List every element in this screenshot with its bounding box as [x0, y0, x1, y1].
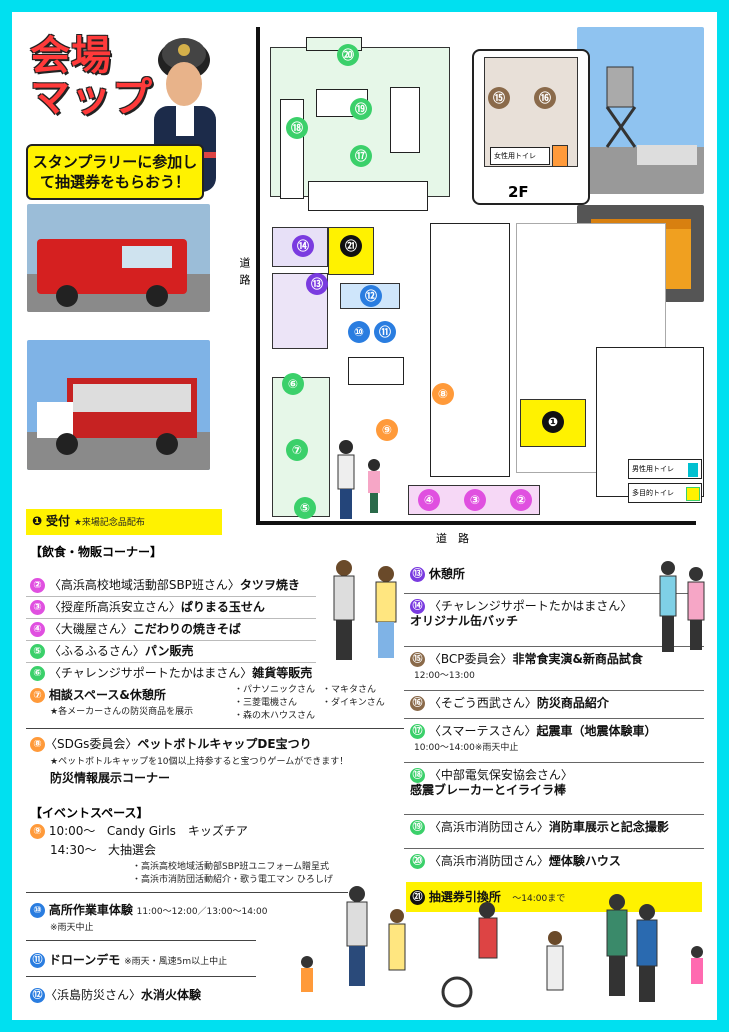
right-item: ⑭ 〈チャレンジサポートたかはまさん〉オリジナル缶バッチ	[410, 599, 633, 628]
marker-19: ⑲	[350, 98, 372, 120]
maker-5: ・森の木ハウスさん	[234, 711, 316, 721]
marker-9: ⑨	[376, 419, 398, 441]
couple-illustration-top	[333, 560, 397, 660]
marker-18: ⑱	[286, 117, 308, 139]
marker-17: ⑰	[350, 145, 372, 167]
right-item: ⑱ 〈中部電気保安協会さん〉感震ブレーカーとイライラ棒	[410, 768, 573, 797]
marker-14: ⑭	[292, 235, 314, 257]
consult-title: ⑦ 相談スペース&休憩所	[30, 688, 166, 703]
reception-num: ❶	[32, 514, 43, 528]
right-item: ⑯ 〈そごう西武さん〉防災商品紹介	[410, 696, 609, 711]
family-illustration	[337, 440, 380, 519]
marker-8: ⑧	[432, 383, 454, 405]
women-toilet-icon	[552, 145, 568, 167]
right-item: ⑬ 休憩所	[410, 567, 465, 582]
marker-1: ❶	[542, 411, 564, 433]
event-line1: ⑨ 10:00〜 Candy Girls キッズチア	[30, 824, 248, 839]
sdgs-note: ★ペットボトルキャップを10個以上持参すると宝つりゲームができます！	[50, 757, 349, 767]
marker-12: ⑫	[360, 285, 382, 307]
food-heading: 【飲食・物販コーナー】	[30, 545, 163, 559]
maker-4: ・ダイキンさん	[322, 698, 385, 708]
item-11: ⑪ ドローンデモ ※雨天・風速5m以上中止	[30, 953, 227, 970]
reception-highlight	[26, 509, 222, 535]
item-10-note: ※雨天中止	[50, 923, 94, 933]
title-line2: マップ	[30, 75, 153, 121]
men-toilet-icon	[688, 463, 698, 477]
marker-10: ⑩	[348, 321, 370, 343]
food-item: ⑤ 〈ふるふるさん〉パン販売	[30, 644, 193, 659]
event-sub1: ・高浜高校地域活動部SBP班ユニフォーム贈呈式	[132, 862, 330, 872]
lottery-row: ㉑ 抽選券引換所 〜14:00まで	[410, 890, 565, 907]
maker-3: ・三菱電機さん	[234, 698, 298, 708]
marker-16: ⑯	[534, 87, 556, 109]
road-bottom-label: 道 路	[436, 532, 469, 545]
marker-3: ③	[464, 489, 486, 511]
marker-4: ④	[418, 489, 440, 511]
venue-map: 道路 道 路 2F 女性用トイレ 男性用トイレ 多目的トイレ	[236, 27, 712, 545]
fire-truck-photo	[27, 204, 210, 312]
sdgs-title: ⑧〈SDGs委員会〉ペットボトルキャップDE宝つり	[30, 737, 312, 752]
item-12: ⑫〈浜島防災さん〉水消火体験	[30, 988, 201, 1003]
marker-5: ⑤	[294, 497, 316, 519]
floor-label: 2F	[508, 183, 529, 201]
marker-15: ⑮	[488, 87, 510, 109]
item-10: ⑩ 高所作業車体験 11:00〜12:00／13:00〜14:00	[30, 903, 267, 920]
stamp-rally-banner: スタンプラリーに参加して抽選券をもらおう！	[26, 144, 204, 200]
food-item: ⑥ 〈チャレンジサポートたかはまさん〉雑貨等販売	[30, 666, 312, 681]
right-item: ⑲ 〈高浜市消防団さん〉消防車展示と記念撮影	[410, 820, 669, 835]
toilet-multi: 多目的トイレ	[628, 483, 702, 503]
reception-row: ❶ 受付 ★来場記念品配布	[32, 514, 145, 528]
marker-2: ②	[510, 489, 532, 511]
marker-11: ⑪	[374, 321, 396, 343]
toilet-men: 男性用トイレ	[628, 459, 702, 479]
event-sub2: ・高浜市消防団活動紹介・歌う電工マン ひろしげ	[132, 875, 333, 885]
marker-13: ⑬	[306, 273, 328, 295]
right-item: ⑰ 〈スマーテスさん〉起震車（地震体験車）10:00〜14:00※雨天中止	[410, 724, 657, 756]
marker-7: ⑦	[286, 439, 308, 461]
right-item: ⑳ 〈高浜市消防団さん〉煙体験ハウス	[410, 854, 621, 869]
mobile-truck-photo	[27, 340, 210, 470]
flyer-page: 会場 マップ スタンプラリーに参加して抽選券をもらおう！	[12, 12, 717, 1020]
marker-6: ⑥	[282, 373, 304, 395]
consult-note: ★各メーカーさんの防災商品を展示	[50, 707, 194, 717]
maker-1: ・パナソニックさん	[234, 685, 316, 695]
title-line1: 会場	[30, 33, 112, 79]
food-item: ④ 〈大磯屋さん〉こだわりの焼きそば	[30, 622, 241, 637]
marker-21: ㉑	[340, 235, 362, 257]
crowd-illustration-bottom	[301, 886, 703, 1008]
road-left-label: 道路	[238, 257, 251, 291]
aerial-lift-photo	[577, 27, 704, 194]
marker-20: ⑳	[337, 44, 359, 66]
sdgs-sub: 防災情報展示コーナー	[50, 771, 171, 785]
food-item: ② 〈高浜高校地域活動部SBP班さん〉タツヲ焼き	[30, 578, 300, 593]
multi-toilet-icon	[686, 487, 700, 501]
event-line2: 14:30〜 大抽選会	[50, 843, 157, 857]
maker-2: ・マキタさん	[322, 685, 377, 695]
event-heading: 【イベントスペース】	[30, 806, 149, 820]
toilet-women: 女性用トイレ	[490, 147, 550, 165]
couple-illustration-right	[659, 561, 705, 652]
food-item: ③ 〈授産所高浜安立さん〉ぱりまる玉せん	[30, 600, 265, 615]
